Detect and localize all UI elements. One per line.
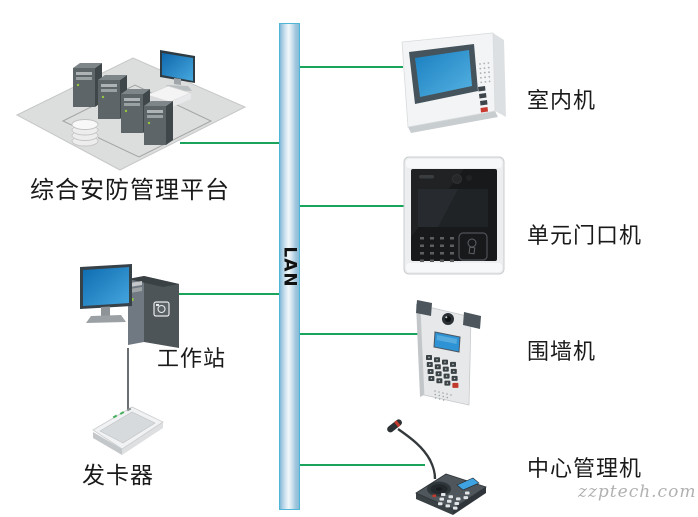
wall-station-label: 围墙机 <box>527 340 597 365</box>
indoor-station-label: 室内机 <box>527 89 597 114</box>
card-issuer-illustration <box>92 406 164 455</box>
lan-bus-bar: LAN <box>279 23 300 510</box>
lan-bus-label: LAN <box>279 245 300 288</box>
door-station-label: 单元门口机 <box>527 224 643 249</box>
connector-lan-to-wall-station <box>298 333 419 335</box>
connector-lan-to-door-station <box>298 205 406 207</box>
watermark-text: zzptech.com <box>578 482 697 502</box>
door-station-illustration <box>403 156 505 275</box>
connector-lan-to-management-station <box>298 464 425 466</box>
management-station-label: 中心管理机 <box>527 457 643 482</box>
workstation-label: 工作站 <box>157 347 227 372</box>
server-cluster-platform-illustration <box>15 50 247 171</box>
database-icon <box>71 119 99 147</box>
connector-lan-to-indoor-station <box>298 66 403 68</box>
card-issuer-label: 发卡器 <box>82 463 154 489</box>
cable-workstation-to-card-issuer <box>127 348 129 412</box>
indoor-monitor-illustration <box>401 32 506 133</box>
wall-station-illustration <box>416 300 481 406</box>
connector-platform-to-lan <box>180 142 281 144</box>
platform-label: 综合安防管理平台 <box>30 176 230 204</box>
connector-workstation-to-lan <box>176 293 281 295</box>
management-console-illustration <box>387 419 487 515</box>
workstation-computer-illustration <box>80 264 179 348</box>
